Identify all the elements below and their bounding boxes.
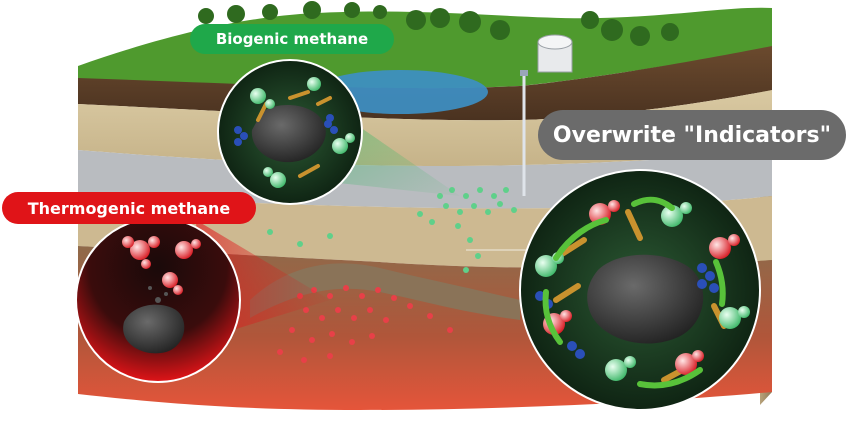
thermogenic-methane-cloud [277, 285, 453, 363]
microbe-icon [234, 114, 338, 146]
methane-molecule-icon [250, 77, 355, 188]
overwrite-inset [519, 169, 761, 411]
biogenic-methane-label: Biogenic methane [190, 24, 394, 54]
coal-rock-icon [123, 304, 185, 354]
coal-fragments [148, 286, 168, 303]
overwrite-indicators-label: Overwrite "Indicators" [538, 110, 846, 160]
biogenic-methane-cloud [267, 187, 517, 273]
microbe-icon [256, 90, 332, 178]
thermogenic-inset [75, 217, 241, 383]
methane-molecule-icon [122, 236, 201, 295]
coal-rock-icon [587, 254, 704, 344]
cycle-arrow-icon [542, 196, 726, 389]
biogenic-inset [217, 59, 363, 205]
well-pipe-icon [520, 70, 528, 196]
coal-rock-icon [251, 105, 326, 163]
coal-seam [250, 263, 520, 320]
thermogenic-methane-label: Thermogenic methane [2, 192, 256, 224]
tree-icon [198, 1, 679, 46]
storage-tank-icon [537, 34, 573, 73]
